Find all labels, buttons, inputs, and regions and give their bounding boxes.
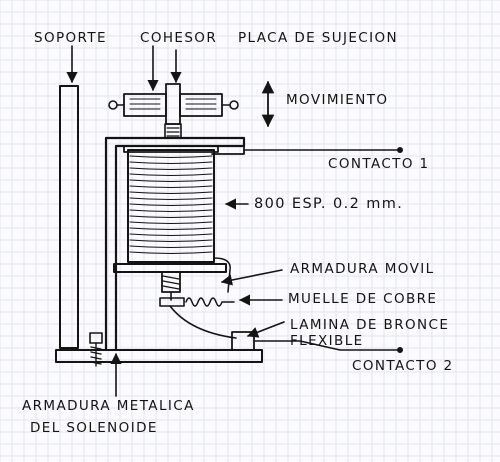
coil-turn [129,233,213,237]
base-screw-icon [89,332,103,367]
coil-turn [129,179,213,183]
base-plate [55,349,263,363]
coil-turn [129,191,213,195]
lower-coil-plate [113,263,227,273]
coil-turn [129,197,213,201]
coil-turn [129,203,213,207]
label-armadura-metalica-2: DEL SOLENOIDE [30,420,158,436]
coil-turn [129,251,213,255]
label-lamina-2: FLEXIBLE [290,333,364,349]
coil-turn [129,185,213,189]
moving-armature [159,271,185,307]
label-lamina-1: LAMINA DE BRONCE [290,317,449,333]
label-contacto-1: CONTACTO 1 [328,156,430,172]
label-espiras: 800 ESP. 0.2 mm. [254,196,403,212]
label-placa: PLACA DE SUJECION [238,30,398,46]
contact-2-wire [253,340,399,351]
coil-turn [129,167,213,171]
copper-spring-icon [185,297,235,307]
label-armadura-movil: ARMADURA MOVIL [290,261,435,277]
coherer-assembly [108,83,239,139]
contact-2-terminal [397,347,403,353]
coil-turn [129,221,213,225]
coil-turn [129,245,213,249]
label-contacto-2: CONTACTO 2 [352,358,454,374]
bronze-lamina [169,305,237,339]
coil-turn [129,209,213,213]
upper-collar [123,145,219,153]
coil-windings [129,155,213,255]
contact-1-terminal [397,147,403,153]
arrow-armadura-movil [220,269,283,286]
solenoid-armature [104,136,246,352]
label-armadura-metalica-1: ARMADURA METALICA [22,398,195,414]
coil-lead [213,257,231,293]
label-muelle: MUELLE DE COBRE [288,291,437,307]
coil-body [127,149,215,263]
coil-turn [129,239,213,243]
label-cohesor: COHESOR [140,30,217,46]
coil-turn [129,161,213,165]
support-post [59,85,79,349]
label-movimiento: MOVIMIENTO [286,92,388,108]
coil-turn [129,227,213,231]
coil-turn [129,173,213,177]
label-soporte: SOPORTE [34,30,107,46]
coil-turn [129,155,213,159]
arrow-lamina [246,321,285,338]
coil-turn [129,215,213,219]
